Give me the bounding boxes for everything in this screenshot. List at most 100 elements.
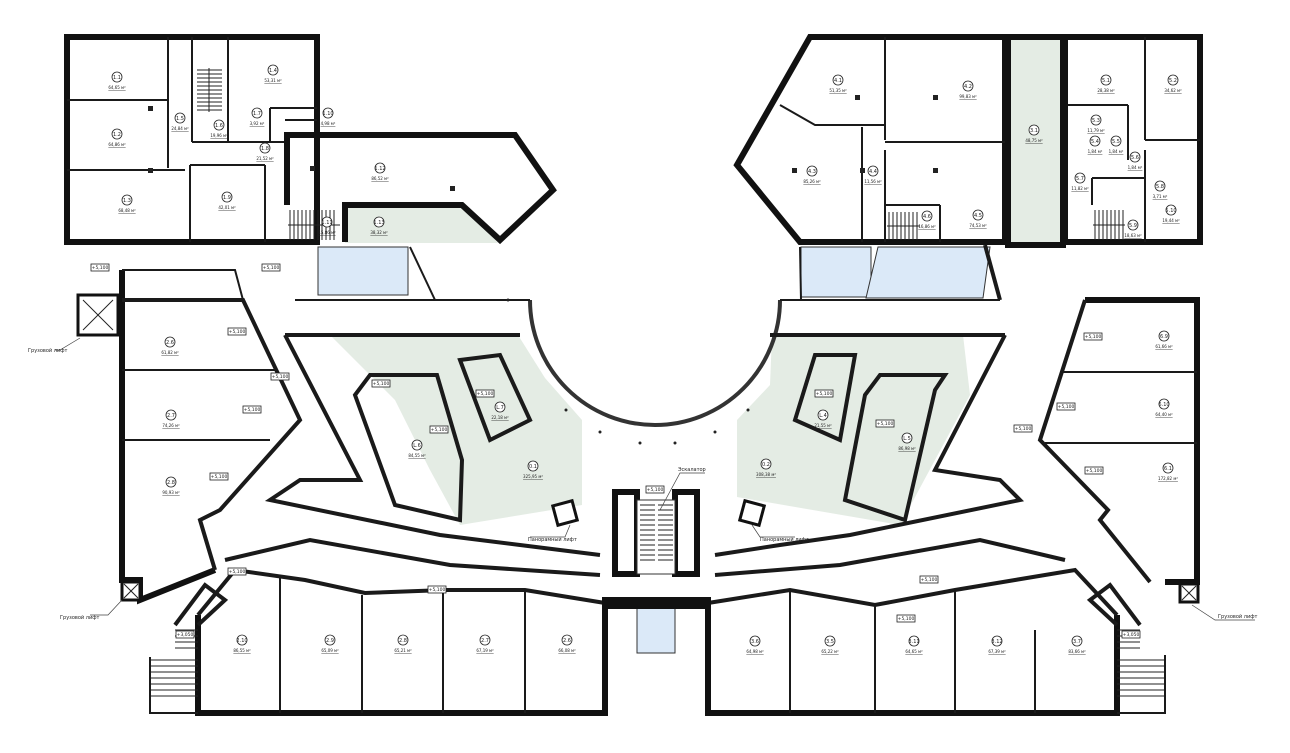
room-labels: 1.164,65 м² 1.264,86 м² 1.368,48 м² 1.45…: [108, 64, 1182, 654]
svg-text:64,40 м²: 64,40 м²: [1155, 412, 1173, 417]
stairs-nw-2: [288, 210, 340, 240]
svg-text:99,83 м²: 99,83 м²: [959, 94, 977, 99]
room-nw-5: 1.524,84 м²: [171, 112, 189, 131]
columns: [148, 95, 938, 445]
svg-text:11,79 м²: 11,79 м²: [1087, 128, 1105, 133]
room-nw-12: 1.12 86,52 м²: [371, 162, 389, 181]
svg-text:3.12: 3.12: [991, 639, 1002, 645]
svg-text:67,19 м²: 67,19 м²: [476, 648, 494, 653]
svg-text:86,52 м²: 86,52 м²: [371, 176, 389, 181]
svg-text:+5,100: +5,100: [272, 374, 289, 380]
svg-text:65,21 м²: 65,21 м²: [394, 648, 412, 653]
svg-text:2.9: 2.9: [326, 638, 334, 644]
svg-text:4,98 м²: 4,98 м²: [321, 121, 336, 126]
svg-text:1.6: 1.6: [215, 123, 223, 129]
room-nw-9: 1.9 42,01 м²: [218, 191, 236, 210]
svg-text:4.2: 4.2: [964, 84, 972, 90]
svg-text:1.1: 1.1: [113, 75, 121, 81]
svg-text:+3,050: +3,050: [1123, 632, 1140, 638]
svg-text:6.1: 6.1: [1164, 466, 1172, 472]
svg-text:+5,100: +5,100: [1058, 404, 1075, 410]
ne-block: [733, 34, 1203, 248]
room-w-1: 2.661,82 м²: [161, 336, 179, 355]
svg-text:172,82 м²: 172,82 м²: [1158, 476, 1178, 481]
callout-escalator: Эскалатор: [678, 467, 706, 473]
svg-text:6.10: 6.10: [1158, 402, 1169, 408]
svg-text:66,08 м²: 66,08 м²: [558, 648, 576, 653]
svg-text:+5,100: +5,100: [921, 577, 938, 583]
room-nw-8: 1.821,52 м²: [256, 142, 274, 161]
svg-text:0.1: 0.1: [529, 464, 537, 470]
svg-text:1.11: 1.11: [321, 220, 332, 226]
svg-text:5.8: 5.8: [1156, 184, 1164, 190]
svg-text:86,98 м²: 86,98 м²: [898, 446, 916, 451]
room-ne-6: 4.616,86 м²: [918, 210, 936, 229]
svg-text:74,26 м²: 74,26 м²: [162, 423, 180, 428]
panoramic-lift-left: [550, 498, 580, 528]
svg-text:2.6: 2.6: [563, 638, 571, 644]
room-ne-11: 5.51,84 м²: [1109, 135, 1124, 154]
room-e-2: 6.10 64,40 м²: [1155, 398, 1173, 417]
room-s-10: 3.783,66 м²: [1068, 635, 1086, 654]
svg-text:1,84 м²: 1,84 м²: [1128, 165, 1143, 170]
room-ne-3: 4.385,26 м²: [803, 165, 821, 184]
common-area-center-right: [737, 335, 970, 525]
svg-text:42,01 м²: 42,01 м²: [218, 205, 236, 210]
svg-text:11,56 м²: 11,56 м²: [864, 179, 882, 184]
room-s-2: 2.965,09 м²: [321, 634, 339, 653]
room-w-3: 2.890,93 м²: [162, 476, 180, 495]
room-ne-9: 5.311,79 м²: [1087, 114, 1105, 133]
escalator: [612, 489, 700, 577]
svg-text:1.8: 1.8: [261, 146, 269, 152]
svg-text:5.2: 5.2: [1169, 78, 1177, 84]
svg-text:5.10: 5.10: [1165, 208, 1176, 214]
svg-text:1.12: 1.12: [374, 166, 385, 172]
svg-text:+5,100: +5,100: [229, 329, 246, 335]
svg-text:1.2: 1.2: [113, 132, 121, 138]
svg-text:2.6: 2.6: [166, 340, 174, 346]
callout-freight-lift-bottom-left: Грузовой лифт: [60, 614, 99, 621]
room-center-left-small: L.722,18 м²: [491, 401, 509, 420]
south-row: [149, 567, 1166, 716]
svg-text:48,75 м²: 48,75 м²: [1025, 138, 1043, 143]
stairs-ne: [887, 212, 920, 240]
room-s-7: 3.565,22 м²: [821, 635, 839, 654]
svg-text:15,86 м²: 15,86 м²: [318, 230, 336, 235]
svg-text:L.4: L.4: [819, 413, 827, 419]
room-center-left-big: L.684,55 м²: [408, 439, 426, 458]
svg-text:16,86 м²: 16,86 м²: [918, 224, 936, 229]
void-south: [636, 604, 676, 654]
svg-text:22,18 м²: 22,18 м²: [491, 415, 509, 420]
room-ne-2: 4.2 99,83 м²: [959, 80, 977, 99]
svg-text:3.6: 3.6: [751, 639, 759, 645]
west-retail: [76, 269, 303, 605]
svg-text:+5,100: +5,100: [898, 616, 915, 622]
svg-text:53,31 м²: 53,31 м²: [264, 78, 282, 83]
svg-text:4.4: 4.4: [869, 169, 877, 175]
room-ne-5: 4.574,53 м²: [969, 209, 987, 228]
void-nw: [317, 246, 409, 296]
svg-text:84,55 м²: 84,55 м²: [408, 453, 426, 458]
svg-text:+5,100: +5,100: [92, 265, 109, 271]
room-s-3: 2.865,21 м²: [394, 634, 412, 653]
svg-text:3.11: 3.11: [908, 639, 919, 645]
svg-text:90,93 м²: 90,93 м²: [162, 490, 180, 495]
svg-text:0.2: 0.2: [762, 462, 770, 468]
stairs-ne-2: [1093, 210, 1125, 240]
room-ne-4: 4.4 11,56 м²: [864, 165, 882, 184]
svg-text:19,96 м²: 19,96 м²: [210, 133, 228, 138]
room-ne-10: 5.41,84 м²: [1088, 135, 1103, 154]
common-area-ne-corridor: [1008, 38, 1063, 246]
callout-panoramic-lift-right: Панорамный лифт: [760, 536, 809, 543]
level-marks: +5,100 +5,100 +5,100 +5,100 +5,100 +5,10…: [90, 263, 1141, 639]
room-ne-corr: 3.148,75 м²: [1025, 124, 1043, 143]
svg-text:2.10: 2.10: [236, 638, 247, 644]
svg-text:1.9: 1.9: [223, 195, 231, 201]
svg-text:24,84 м²: 24,84 м²: [171, 126, 189, 131]
room-center-right-small: L.421,55 м²: [814, 409, 832, 428]
svg-text:5.5: 5.5: [1112, 139, 1120, 145]
common-area-nw-strip: [345, 205, 498, 243]
void-ne-right: [865, 246, 991, 299]
